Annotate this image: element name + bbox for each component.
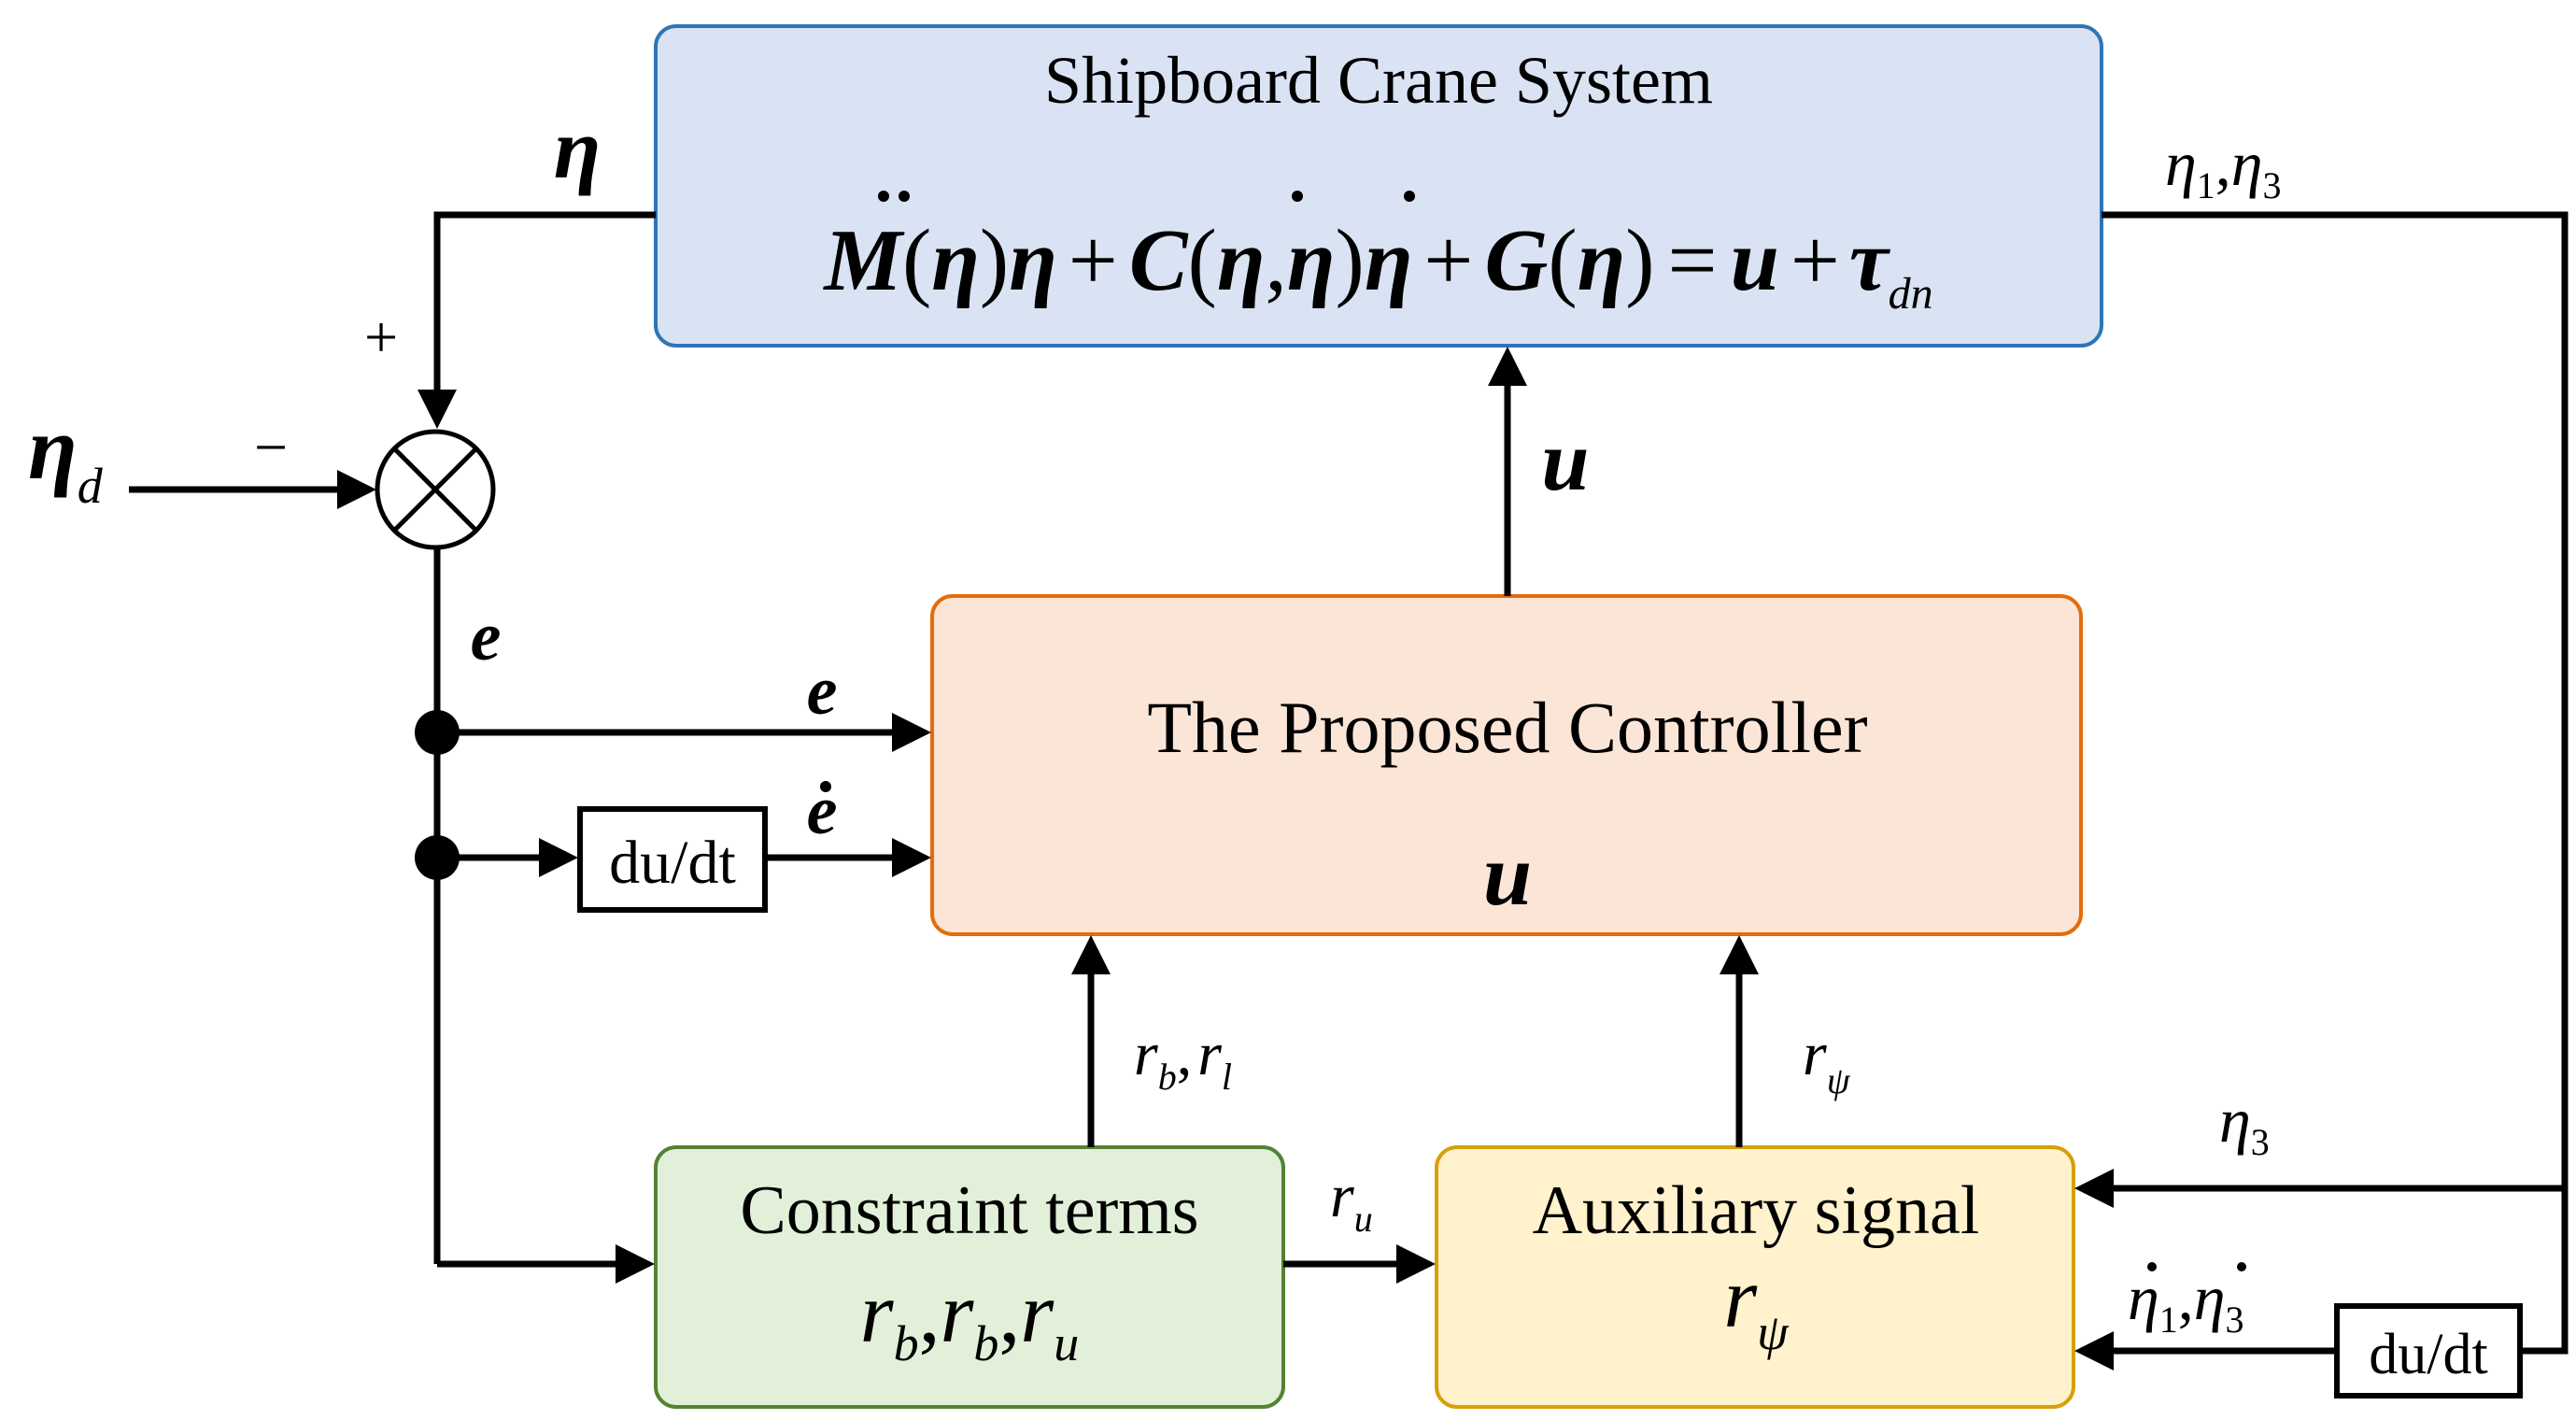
eq-close1: ) (980, 212, 1009, 309)
signal-wires (129, 211, 2569, 1370)
eq-tau: τ (1849, 212, 1891, 309)
auxiliary-block-box (1435, 1145, 2075, 1409)
label-u-output: u (1541, 413, 1589, 508)
label-eta-d: ηd (28, 398, 104, 514)
eq-eta-dot2: η (1365, 212, 1413, 309)
differentiator-left-box (577, 806, 768, 913)
eq-equals: = (1668, 212, 1718, 309)
constraint-block-terms: rb,rb,ru (860, 1265, 1079, 1371)
label-eta1-eta3-dot: η1,η3 (2128, 1262, 2243, 1341)
auxiliary-block: Auxiliary signal rψ (1435, 1145, 2075, 1409)
plant-block: Shipboard Crane System M(η)η+C(η,η)η+G(η… (654, 24, 2103, 348)
label-eta3: η3 (2219, 1085, 2270, 1163)
branch-point-e (415, 710, 460, 755)
label-r-psi: rψ (1803, 1020, 1851, 1101)
eq-eta1: η (931, 212, 980, 309)
eq-u: u (1731, 212, 1779, 309)
label-minus: − (254, 414, 288, 480)
auxiliary-block-symbol: rψ (1723, 1250, 1790, 1360)
branch-points (415, 710, 460, 880)
eq-plus3: + (1790, 212, 1840, 309)
auxiliary-block-title: Auxiliary signal (1533, 1172, 1980, 1249)
eq-G: G (1484, 212, 1548, 309)
eq-C: C (1129, 212, 1189, 309)
label-rb-rl: rb,rl (1134, 1020, 1232, 1098)
eq-open3: ( (1548, 212, 1577, 309)
controller-block-output: u (1483, 827, 1532, 924)
eq-derivative-dots (878, 191, 1415, 202)
label-eta-feedback: η (554, 101, 602, 196)
label-e-controller: e (807, 653, 838, 730)
eq-open1: ( (902, 212, 931, 309)
differentiator-left: du/dt (577, 806, 768, 913)
eq-plus1: + (1069, 212, 1118, 309)
eq-eta-ddot: η (1009, 212, 1057, 309)
eta-dot-marks (2147, 1262, 2246, 1271)
controller-block: The Proposed Controller u (930, 594, 2083, 936)
branch-point-edot (415, 835, 460, 880)
label-r-u: ru (1330, 1162, 1373, 1240)
eq-plus2: + (1423, 212, 1473, 309)
constraint-block: Constraint terms rb,rb,ru (654, 1145, 1285, 1409)
constraint-block-box (654, 1145, 1285, 1409)
eq-M: M (822, 212, 905, 309)
summing-junction (375, 429, 496, 550)
differentiator-right: du/dt (2334, 1303, 2523, 1399)
eq-eta-dot1: η (1287, 212, 1336, 309)
edot-dot (820, 781, 831, 792)
controller-block-title: The Proposed Controller (1147, 687, 1867, 768)
eq-eta2: η (1217, 212, 1266, 309)
eq-tau-sub: dn (1889, 269, 1933, 319)
label-eta1-eta3: η1,η3 (2165, 128, 2281, 206)
plant-block-title: Shipboard Crane System (1044, 43, 1713, 118)
eq-comma: , (1265, 212, 1287, 309)
eq-close2: ) (1336, 212, 1365, 309)
label-plus: + (364, 304, 398, 370)
label-e-main: e (471, 599, 502, 675)
plant-block-box (654, 24, 2103, 348)
plant-equation: M(η)η+C(η,η)η+G(η)=u+τdn (822, 212, 1932, 319)
constraint-block-title: Constraint terms (740, 1172, 1198, 1249)
differentiator-right-label: du/dt (2369, 1323, 2487, 1386)
eq-close3: ) (1625, 212, 1654, 309)
eq-open2: ( (1188, 212, 1217, 309)
differentiator-left-label: du/dt (609, 829, 736, 897)
eq-eta3: η (1578, 212, 1626, 309)
